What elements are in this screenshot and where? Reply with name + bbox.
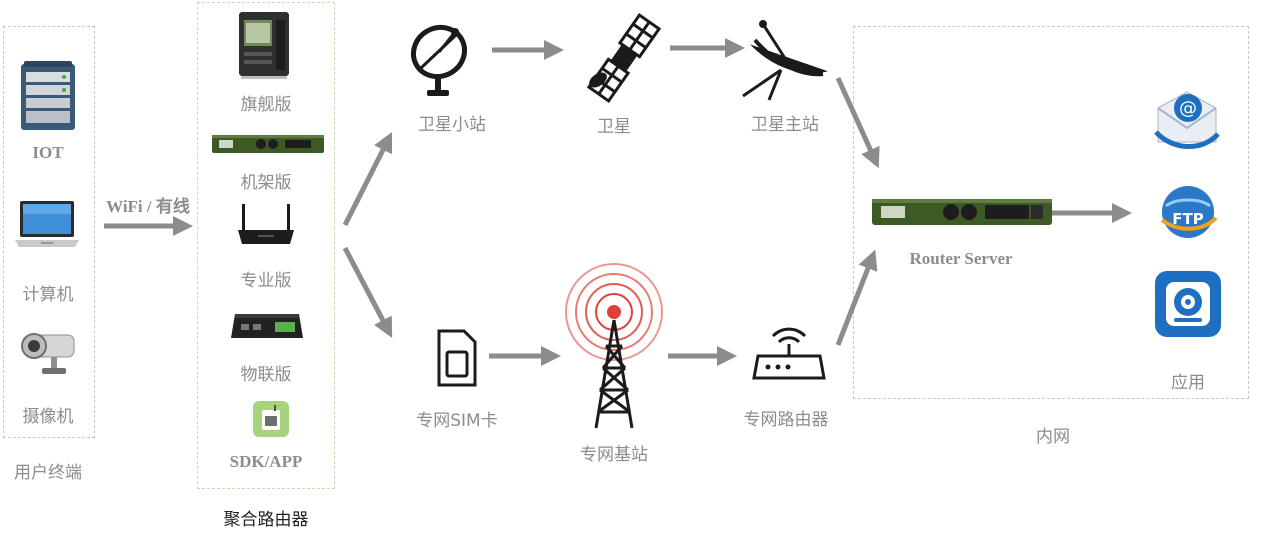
flagship-device-icon	[236, 10, 292, 80]
router-label-pro: 专业版	[240, 271, 292, 291]
router-server-label: Router Server	[909, 249, 1013, 268]
server-icon	[19, 60, 77, 132]
wireless-router-icon	[234, 202, 298, 248]
laptop-icon	[13, 200, 81, 250]
satellite-main-station-label: 卫星主站	[751, 115, 819, 135]
link-label: WiFi / 有线	[106, 197, 190, 216]
router-label-sdk: SDK/APP	[229, 452, 303, 471]
router-label-flagship: 旗舰版	[240, 95, 292, 115]
satellite-dish-main-icon	[733, 18, 829, 104]
aggregation-router-group	[197, 2, 335, 489]
satellite-dish-small-icon	[407, 20, 481, 100]
satellite-small-station-label: 卫星小站	[418, 115, 486, 135]
base-station-icon	[562, 262, 666, 432]
router-server-icon	[871, 193, 1053, 231]
iot-gateway-icon	[229, 308, 305, 344]
rack-device-icon	[211, 132, 325, 156]
satellite-label: 卫星	[597, 117, 631, 137]
intranet-group-label: 内网	[1036, 427, 1070, 447]
terminal-label-computer: 计算机	[22, 285, 74, 305]
sim-card-icon	[436, 328, 478, 388]
private-sim-label: 专网SIM卡	[416, 411, 498, 431]
svg-text:FTP: FTP	[1172, 210, 1203, 228]
arrow-router-to-sim	[342, 246, 393, 338]
arrow-main-station-to-server	[835, 76, 880, 169]
webcam-app-icon	[1154, 270, 1222, 338]
arrow-private-router-to-server	[835, 249, 878, 346]
private-router-label: 专网路由器	[743, 410, 829, 430]
router-label-rack: 机架版	[240, 173, 292, 193]
arrow-router-to-small-station	[342, 131, 393, 227]
user-terminal-group	[3, 26, 95, 438]
email-icon: @	[1152, 84, 1222, 154]
svg-text:@: @	[1179, 98, 1197, 119]
terminal-label-iot: IOT	[32, 143, 64, 162]
private-router-icon	[752, 326, 826, 382]
apps-label: 应用	[1171, 373, 1205, 393]
aggregation-group-label: 聚合路由器	[223, 510, 309, 530]
ftp-icon: FTP	[1156, 180, 1220, 244]
intranet-group	[853, 26, 1249, 399]
terminal-label-camera: 摄像机	[22, 407, 74, 427]
private-base-station-label: 专网基站	[580, 445, 648, 465]
router-label-iot: 物联版	[240, 365, 292, 385]
satellite-icon	[578, 12, 670, 104]
terminal-group-label: 用户终端	[14, 463, 82, 483]
sdk-app-icon	[252, 400, 290, 438]
camera-icon	[20, 330, 80, 378]
